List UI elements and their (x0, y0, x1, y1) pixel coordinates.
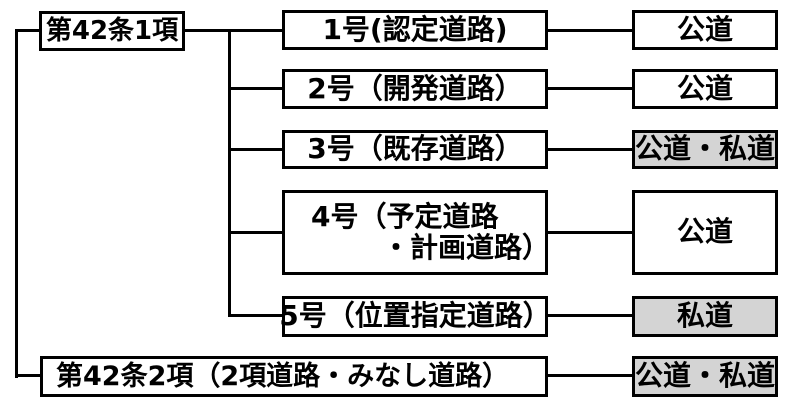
connector-branch-row5 (228, 314, 282, 317)
result-label: 私道 (676, 299, 733, 333)
result-label: 公道 (676, 71, 733, 105)
node-label: 2号（開発道路） (307, 71, 523, 105)
connector-row4-result (548, 231, 632, 234)
node-label: 1号(認定道路) (322, 12, 508, 46)
connector-root-to-row1 (184, 29, 282, 32)
node-no1-certified-road: 1号(認定道路) (282, 10, 548, 50)
result-label: 公道 (676, 12, 733, 46)
connector-left-stub-bottom (15, 374, 40, 377)
node-no2-development-road: 2号（開発道路） (282, 69, 548, 109)
connector-row3-result (548, 148, 632, 151)
node-label-line1: 4号（予定道路 (311, 199, 499, 233)
node-no4-planned-road: 4号（予定道路 ・計画道路） (282, 190, 551, 275)
node-article42-paragraph2: 第42条2項（2項道路・みなし道路） (40, 356, 548, 397)
connector-row2-result (548, 87, 632, 90)
result-no4-public-road: 公道 (632, 190, 778, 275)
result-label: 公道 (676, 215, 733, 249)
connector-branch-row2 (228, 87, 282, 90)
connector-left-stub-top (15, 29, 39, 32)
node-label: 第42条1項 (45, 15, 179, 46)
connector-left-rail (15, 29, 18, 378)
connector-row1-result (548, 29, 632, 32)
result-paragraph2-public-private-road: 公道・私道 (632, 356, 778, 397)
node-label: 3号（既存道路） (307, 132, 523, 166)
node-label: 第42条2項（2項道路・みなし道路） (56, 360, 510, 392)
node-label-line2: ・計画道路） (382, 230, 551, 264)
connector-trunk (228, 29, 231, 317)
node-article42-paragraph1: 第42条1項 (39, 11, 185, 51)
node-no3-existing-road: 3号（既存道路） (282, 130, 548, 169)
result-label: 公道・私道 (635, 359, 776, 393)
node-label: 5号（位置指定道路） (279, 299, 551, 333)
result-no1-public-road: 公道 (632, 10, 778, 50)
result-no5-private-road: 私道 (632, 296, 778, 337)
result-no3-public-private-road: 公道・私道 (632, 130, 778, 169)
connector-branch-row4 (228, 231, 282, 234)
connector-row6-result (548, 374, 632, 377)
connector-row5-result (548, 314, 632, 317)
result-no2-public-road: 公道 (632, 69, 778, 109)
result-label: 公道・私道 (635, 132, 776, 166)
connector-branch-row3 (228, 148, 282, 151)
node-no5-position-designated-road: 5号（位置指定道路） (279, 296, 551, 337)
